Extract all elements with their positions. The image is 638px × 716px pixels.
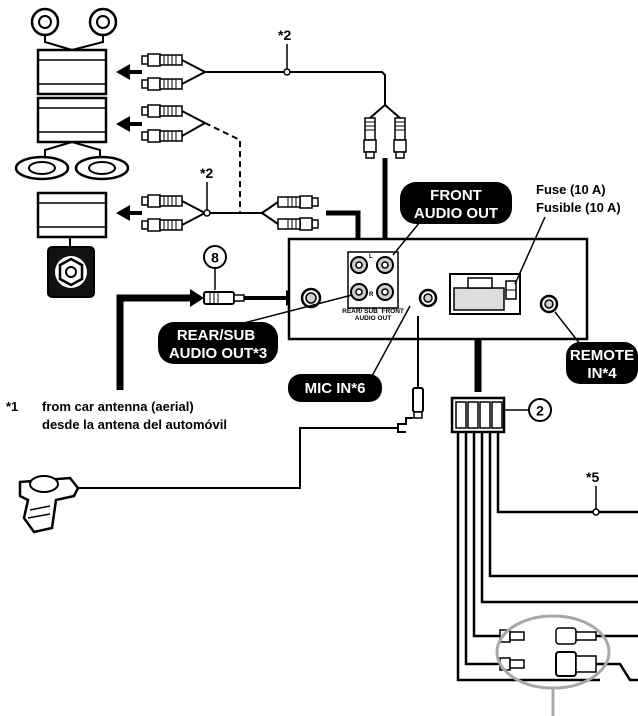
rca-plug-group-unit-front [290,71,407,159]
antenna-text-en: from car antenna (aerial) [42,399,194,414]
rear-sub-audio-out-label: REAR/SUB AUDIO OUT*3 [158,294,353,364]
remote-in-label: REMOTE IN*4 [554,311,638,384]
jack-label-line2: AUDIO OUT [355,315,392,322]
power-harness [450,396,638,716]
antenna-adapter [203,291,245,305]
amplifier-rear [36,48,108,96]
rca-plug-group-unit-rear [277,195,319,231]
amplifier-front [36,96,108,160]
fuse-label-en: Fuse (10 A) [536,182,606,197]
speaker-pair-oval [14,155,130,181]
head-unit [287,237,589,341]
note-rear-amp: *2 [278,27,291,43]
rca-plug-group-rear-amp [141,53,290,91]
item-number-8: 8 [211,250,219,266]
rear-sub-line1: REAR/SUB [177,327,256,344]
front-audio-out-line2: AUDIO OUT [414,205,498,222]
item-number-2-badge [528,398,552,422]
item-number-2: 2 [536,403,544,419]
front-audio-out-label: FRONT AUDIO OUT [392,182,512,256]
front-audio-out-line1: FRONT [430,187,482,204]
antenna-text-es: desde la antena del automóvil [42,417,227,432]
fuse-label-es: Fusible (10 A) [536,200,621,215]
jack-label-line1: REAR/ SUB FRONT [342,308,404,315]
remote-line2: IN*4 [587,365,617,382]
antenna-mark: *1 [6,399,18,414]
mic-in-label: MIC IN*6 [288,305,411,402]
amplifier-sub [36,191,108,247]
note-power-line: *5 [586,469,599,485]
rca-plug-group-front-amp [141,104,241,213]
jack-label-left: L [369,254,373,260]
speaker-pair-top [30,7,118,51]
rear-sub-line2: AUDIO OUT*3 [169,345,267,362]
microphone [18,316,424,534]
remote-line1: REMOTE [570,347,634,364]
subwoofer [47,246,95,298]
jack-label-right: R [369,292,374,298]
note-front-amp: *2 [200,165,213,181]
mic-in-text: MIC IN*6 [305,380,366,397]
rca-plug-group-sub-amp [141,194,279,232]
